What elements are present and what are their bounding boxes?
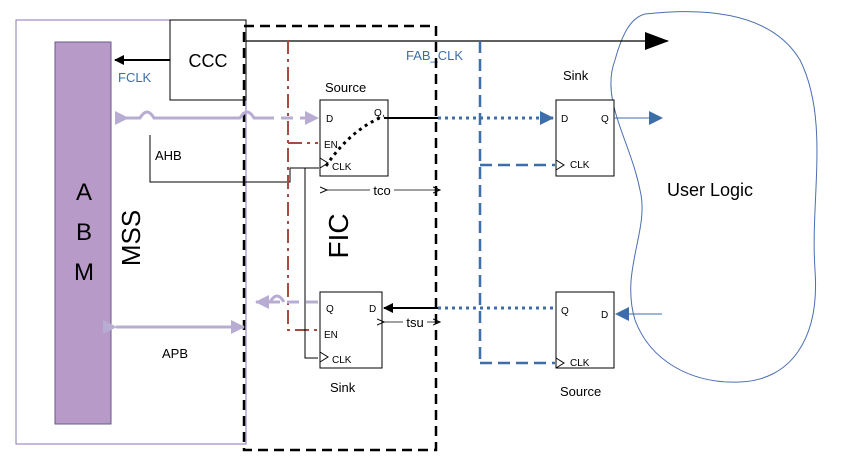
fab-source-pin-q: Q	[561, 306, 569, 317]
fic-label: FIC	[323, 213, 354, 258]
ccc-box	[169, 19, 247, 101]
enable-route	[287, 40, 318, 331]
fic-sink-pin-q: Q	[326, 304, 334, 315]
fic-box	[242, 24, 438, 452]
fab-source-title: Source	[560, 384, 601, 399]
fic-sink-pin-en: EN	[324, 330, 338, 341]
fab-sink-title: Sink	[563, 68, 589, 83]
tsu-label: tsu	[406, 315, 423, 330]
abm-letter-a: A	[76, 179, 92, 206]
ahb-clock-route	[149, 135, 305, 183]
fic-source-pin-clk: CLK	[332, 162, 352, 173]
mss-label: MSS	[116, 210, 146, 266]
abm-bar	[54, 41, 112, 425]
fab-clk-distribution	[478, 41, 555, 365]
fab-sink-ff: Sink D Q CLK	[555, 68, 615, 177]
fic-sink-pin-d: D	[369, 304, 376, 315]
user-logic-cloud	[610, 11, 818, 383]
apb-label: APB	[162, 346, 188, 361]
fic-source-title: Source	[325, 80, 366, 95]
fab-clk-label: FAB_CLK	[406, 48, 463, 63]
ahb-bus	[115, 110, 319, 125]
fab-source-pin-clk: CLK	[570, 358, 590, 369]
fic-source-pin-d: D	[326, 114, 333, 125]
fic-source-pin-q: Q	[374, 108, 382, 119]
tco-label: tco	[373, 183, 390, 198]
fic-clk-route	[304, 168, 318, 359]
fic-source-pin-en: EN	[324, 140, 338, 151]
fab-source-pin-d: D	[601, 310, 608, 321]
mss-box	[15, 19, 247, 445]
fic-sink-ff: Q D EN CLK Sink	[319, 291, 383, 395]
ccc-label: CCC	[189, 51, 228, 71]
fic-sink-pin-clk: CLK	[332, 355, 352, 366]
fic-sink-title: Sink	[330, 380, 356, 395]
apb-to-fic-sink	[255, 294, 318, 309]
fclk-label: FCLK	[118, 70, 152, 85]
fab-sink-pin-clk: CLK	[570, 160, 590, 171]
fab-source-ff: Q D CLK Source	[555, 291, 615, 399]
tco-path	[324, 114, 385, 167]
tsu-measure: tsu	[384, 315, 440, 330]
fab-sink-pin-q: Q	[601, 114, 609, 125]
abm-letter-b: B	[76, 219, 92, 246]
user-logic-label: User Logic	[667, 180, 753, 200]
abm-letter-m: M	[74, 259, 94, 286]
fab-sink-pin-d: D	[561, 114, 568, 125]
ahb-label: AHB	[155, 148, 182, 163]
tco-measure: tco	[327, 183, 440, 198]
fic-source-ff: Source D Q EN CLK	[319, 80, 389, 177]
